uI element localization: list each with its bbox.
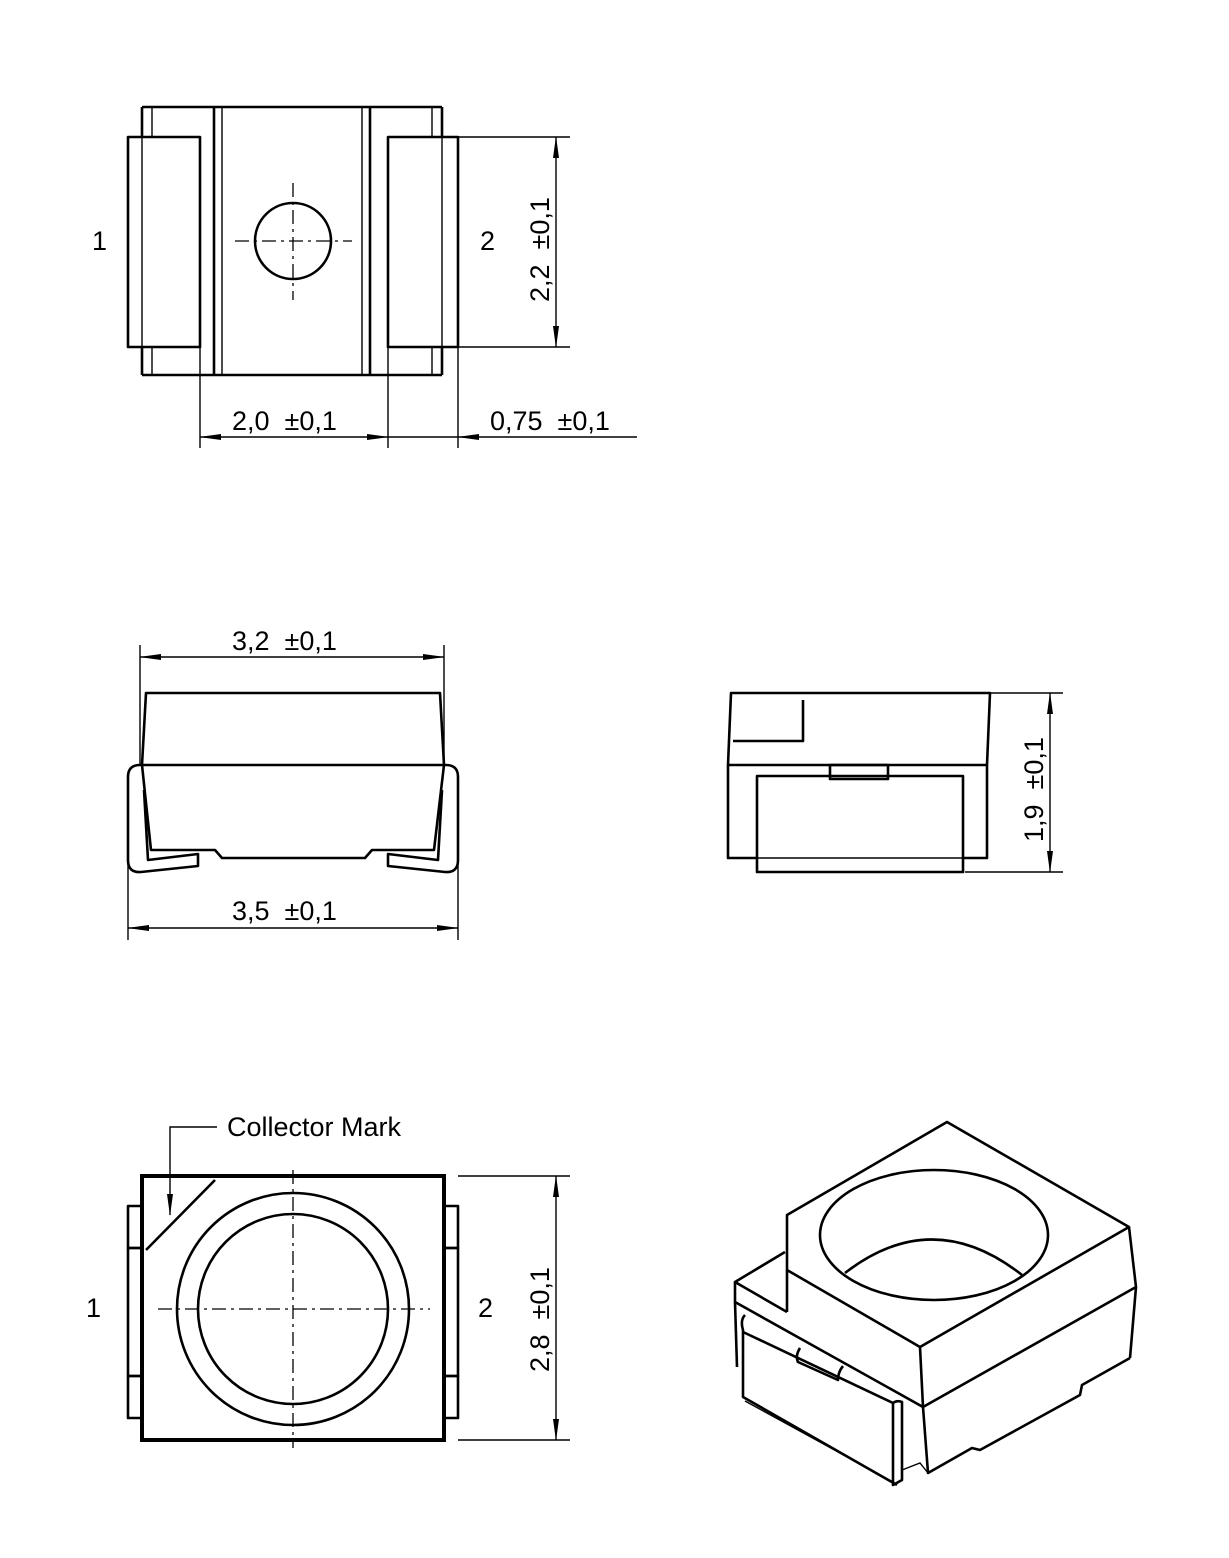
top-view: 1 2 2,0 ±0,1 0,75 ±0,1 2,2 ±0,1 — [92, 105, 637, 448]
end-view: 1,9 ±0,1 — [726, 691, 1063, 874]
dimension-total-length: 3,5 ±0,1 — [127, 860, 459, 940]
dim-height-text: 2,2 ±0,1 — [525, 197, 555, 302]
pin-2-label-bottom: 2 — [478, 1293, 493, 1323]
dimension-width: 2,8 ±0,1 — [458, 1175, 570, 1441]
dim-pad-pitch-text: 2,0 ±0,1 — [232, 406, 337, 436]
side-view: 3,2 ±0,1 3,5 ±0,1 — [126, 626, 460, 940]
collector-mark-label: Collector Mark — [227, 1112, 402, 1142]
dim-body-length-text: 3,2 ±0,1 — [232, 626, 337, 656]
lower-body — [140, 764, 446, 860]
pin-2-label: 2 — [480, 226, 495, 256]
dim-total-length-text: 3,5 ±0,1 — [232, 896, 337, 926]
isometric-view — [733, 1120, 1138, 1487]
dimension-pad-width: 0,75 ±0,1 — [388, 406, 637, 440]
pad-2 — [386, 135, 460, 349]
bottom-view: Collector Mark 1 2 2,8 ±0,1 — [86, 1112, 570, 1448]
body-outline — [140, 105, 444, 377]
lead-right — [386, 763, 460, 874]
lead-left — [126, 763, 200, 874]
dimension-height-end: 1,9 ±0,1 — [965, 692, 1063, 873]
dim-width-text: 2,8 ±0,1 — [525, 1267, 555, 1372]
collector-mark-chamfer — [145, 1179, 216, 1251]
collector-mark-callout: Collector Mark — [167, 1112, 402, 1216]
pads-right — [442, 1204, 460, 1420]
pads-left — [126, 1204, 144, 1420]
upper-body — [140, 691, 446, 767]
pin-1-label: 1 — [92, 226, 107, 256]
pin-1-label-bottom: 1 — [86, 1293, 101, 1323]
dimension-body-length: 3,2 ±0,1 — [139, 626, 445, 765]
pad-1 — [126, 135, 202, 349]
dimension-height: 2,2 ±0,1 — [458, 136, 570, 348]
dimension-pad-pitch: 2,0 ±0,1 — [199, 347, 459, 448]
dim-end-height-text: 1,9 ±0,1 — [1019, 737, 1049, 842]
dim-pad-width-text: 0,75 ±0,1 — [490, 406, 610, 436]
